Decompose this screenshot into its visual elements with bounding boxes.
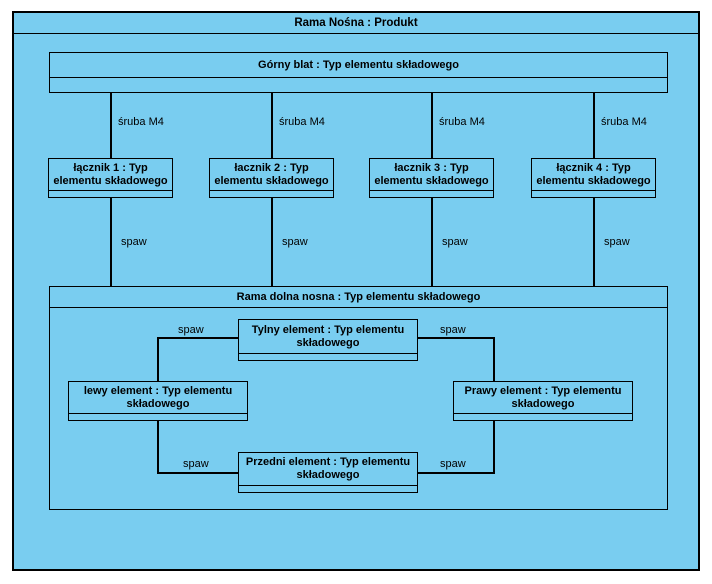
block-rama-nosna-title: Rama Nośna : Produkt: [14, 13, 698, 34]
block-lacznik-3: łacznik 3 : Typ elementu składowego: [369, 158, 494, 198]
block-prawy-element: Prawy element : Typ elementu składowego: [453, 381, 633, 421]
connector-spaw-lacznik-1: [110, 198, 112, 287]
connector-lewy-przedni-h: [157, 472, 239, 474]
connector-label-sruba-4: śruba M4: [601, 116, 647, 128]
connector-label-spaw-tylny-prawy: spaw: [440, 324, 466, 336]
connector-label-spaw-prawy-przedni: spaw: [440, 458, 466, 470]
block-lacznik-1-title: łącznik 1 : Typ elementu składowego: [53, 161, 168, 187]
block-przedni-element-compartment: [239, 485, 417, 492]
connector-sruba-4: [593, 93, 595, 158]
block-gorny-blat-title: Górny blat : Typ elementu składowego: [258, 58, 459, 71]
connector-sruba-2: [271, 93, 273, 158]
block-lacznik-1: łącznik 1 : Typ elementu składowego: [48, 158, 173, 198]
block-przedni-element-title: Przedni element : Typ elementu składoweg…: [245, 456, 411, 481]
block-gorny-blat: Górny blat : Typ elementu składowego: [49, 52, 668, 93]
connector-spaw-lacznik-4: [593, 198, 595, 287]
connector-label-sruba-2: śruba M4: [279, 116, 325, 128]
connector-label-spaw-1: spaw: [121, 236, 147, 248]
connector-label-sruba-1: śruba M4: [118, 116, 164, 128]
block-lewy-element: lewy element : Typ elementu składowego: [68, 381, 248, 421]
connector-sruba-1: [110, 93, 112, 158]
connector-label-spaw-4: spaw: [604, 236, 630, 248]
block-lacznik-1-compartment: [49, 190, 172, 197]
connector-tylny-prawy-v: [493, 337, 495, 382]
block-lacznik-2: łacznik 2 : Typ elementu składowego: [209, 158, 334, 198]
connector-tylny-prawy-h: [417, 337, 494, 339]
connector-label-spaw-2: spaw: [282, 236, 308, 248]
connector-tylny-lewy-h: [157, 337, 239, 339]
connector-sruba-3: [431, 93, 433, 158]
block-lacznik-3-title: łacznik 3 : Typ elementu składowego: [374, 161, 489, 187]
connector-label-sruba-3: śruba M4: [439, 116, 485, 128]
connector-tylny-lewy-v: [157, 337, 159, 382]
block-lacznik-4-compartment: [532, 190, 655, 197]
connector-label-spaw-lewy-przedni: spaw: [183, 458, 209, 470]
block-tylny-element-title: Tylny element : Typ elementu składowego: [251, 323, 405, 349]
block-lacznik-2-title: łacznik 2 : Typ elementu składowego: [214, 161, 329, 187]
connector-prawy-przedni-h: [417, 472, 494, 474]
connector-label-spaw-3: spaw: [442, 236, 468, 248]
block-rama-dolna-title: Rama dolna nosna : Typ elementu składowe…: [50, 287, 667, 308]
connector-spaw-lacznik-2: [271, 198, 273, 287]
connector-spaw-lacznik-3: [431, 198, 433, 287]
connector-lewy-przedni-v: [157, 421, 159, 474]
block-lewy-element-title: lewy element : Typ elementu składowego: [83, 384, 233, 410]
block-lacznik-2-compartment: [210, 190, 333, 197]
block-tylny-element-compartment: [239, 353, 417, 360]
block-lacznik-4-title: łącznik 4 : Typ elementu składowego: [536, 161, 651, 187]
block-lacznik-3-compartment: [370, 190, 493, 197]
block-przedni-element: Przedni element : Typ elementu składoweg…: [238, 452, 418, 493]
block-prawy-element-title: Prawy element : Typ elementu składowego: [464, 384, 622, 410]
block-gorny-blat-compartment: [50, 77, 667, 92]
connector-label-spaw-tylny-lewy: spaw: [178, 324, 204, 336]
block-tylny-element: Tylny element : Typ elementu składowego: [238, 319, 418, 361]
block-lacznik-4: łącznik 4 : Typ elementu składowego: [531, 158, 656, 198]
block-lewy-element-compartment: [69, 413, 247, 420]
connector-prawy-przedni-v: [493, 421, 495, 474]
block-prawy-element-compartment: [454, 413, 632, 420]
